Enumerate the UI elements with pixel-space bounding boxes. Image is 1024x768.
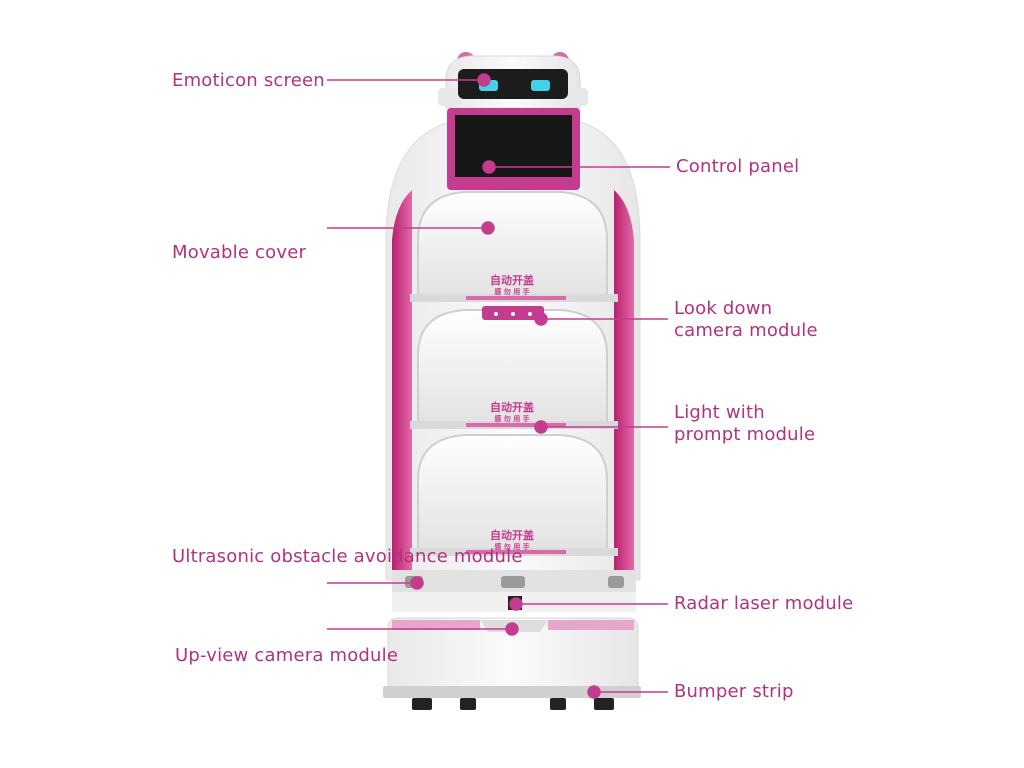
tray-1: 自动开盖 感 勿 用 手 <box>410 191 618 302</box>
tray-label-sub: 感 勿 用 手 <box>494 414 529 423</box>
tray-label-sub: 感 勿 用 手 <box>494 287 529 296</box>
label-ultrasonic: Ultrasonic obstacle avoidance module <box>172 546 523 567</box>
label-up-view-camera: Up-view camera module <box>175 645 399 666</box>
label-movable-cover: Movable cover <box>172 242 307 263</box>
emoticon-screen-display <box>458 69 568 99</box>
label-look-down-line2: camera module <box>674 320 818 341</box>
leader-lines <box>327 73 670 699</box>
bumper-strip-shape <box>383 686 641 698</box>
dot-emoticon <box>477 73 491 87</box>
label-light-line1: Light with <box>674 402 765 423</box>
dot-upview <box>505 622 519 636</box>
tray-label-main: 自动开盖 <box>490 400 534 414</box>
label-bumper-strip: Bumper strip <box>674 681 794 702</box>
dot-control <box>482 160 496 174</box>
dot-radar <box>509 597 523 611</box>
label-light-line2: prompt module <box>674 424 816 445</box>
robot-base <box>383 570 641 710</box>
dot-light <box>534 420 548 434</box>
tray-label-sub: 感 勿 用 手 <box>494 542 529 551</box>
tray-3: 自动开盖 感 勿 用 手 <box>410 434 618 556</box>
label-radar-laser: Radar laser module <box>674 593 854 614</box>
right-eye-icon <box>531 80 550 91</box>
dot-lookdown <box>534 312 548 326</box>
tray-label-main: 自动开盖 <box>490 273 534 287</box>
dot-bumper <box>587 685 601 699</box>
tray-label-main: 自动开盖 <box>490 528 534 542</box>
label-look-down-line1: Look down <box>674 298 773 319</box>
dot-ultrasonic <box>410 576 424 590</box>
tray-2: 自动开盖 感 勿 用 手 <box>410 309 618 429</box>
label-emoticon-screen: Emoticon screen <box>172 70 325 91</box>
dot-cover <box>481 221 495 235</box>
label-control-panel: Control panel <box>676 156 800 177</box>
